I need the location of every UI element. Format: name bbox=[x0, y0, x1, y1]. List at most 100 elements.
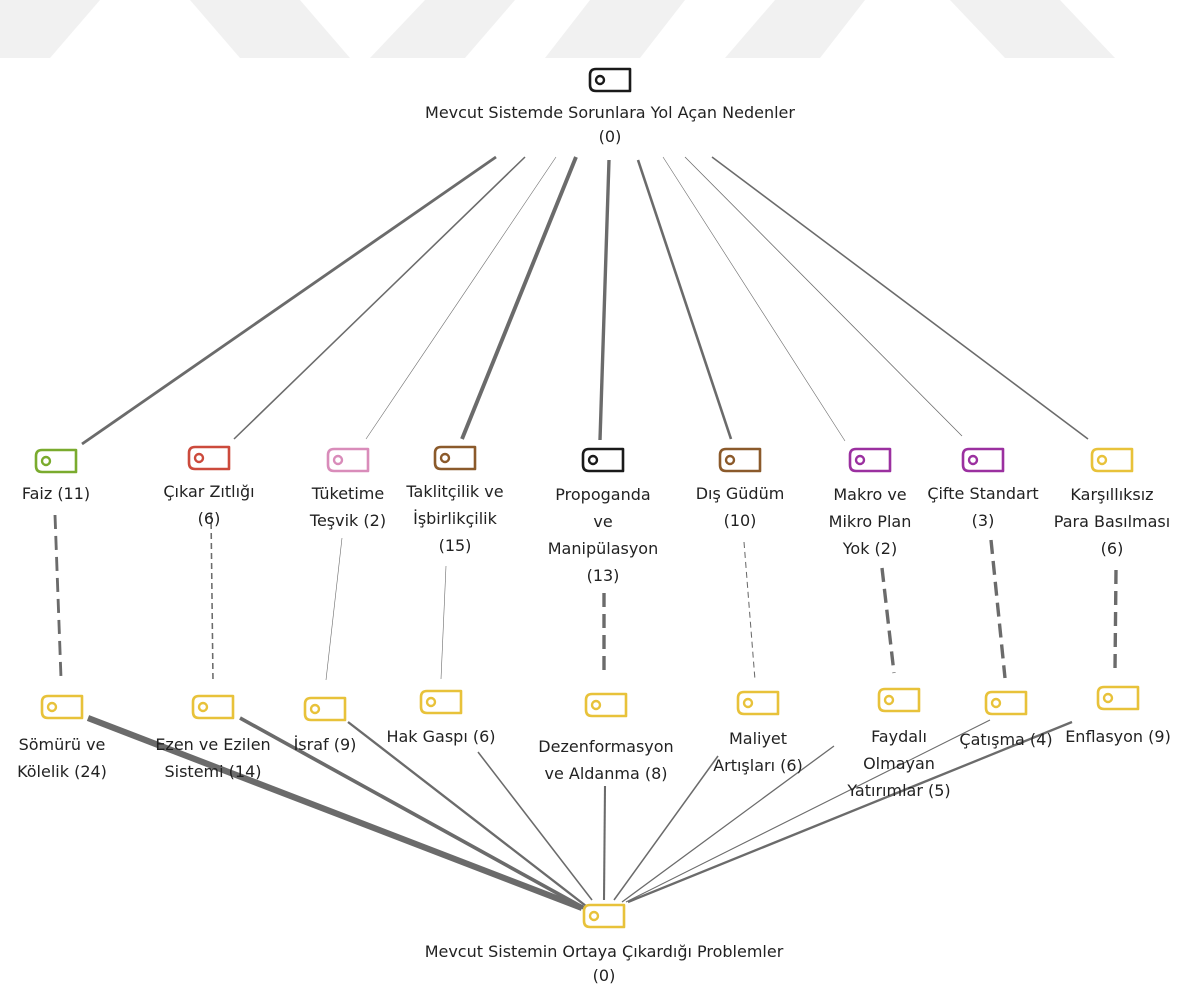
edge-maliyet-to-problems bbox=[613, 755, 719, 901]
node-label-line: Hak Gaspı (6) bbox=[386, 727, 495, 746]
edge-root-to-tuketim bbox=[365, 156, 557, 440]
edge-ezen-to-problems bbox=[239, 716, 585, 910]
edge-root-to-makro bbox=[662, 156, 846, 442]
edge-taklit-to-hakgaspi bbox=[440, 565, 447, 680]
edge-faiz-to-somuru bbox=[53, 514, 63, 679]
node-label-line: Makro ve bbox=[833, 485, 906, 504]
tag-icon bbox=[877, 687, 921, 713]
node-label-line: Mevcut Sistemde Sorunlara Yol Açan Neden… bbox=[425, 103, 795, 122]
node-somuru[interactable]: Sömürü ve Kölelik (24) bbox=[17, 694, 107, 781]
edge-disgudum-to-maliyet bbox=[743, 541, 756, 681]
edge-karsiliksiz-to-enflasyon bbox=[1113, 569, 1118, 671]
node-label-line: Faydalı bbox=[871, 727, 927, 746]
tag-icon bbox=[433, 445, 477, 471]
watermark-shape bbox=[190, 0, 350, 58]
watermark-shape bbox=[950, 0, 1115, 58]
node-label-line: Mevcut Sistemin Ortaya Çıkardığı Problem… bbox=[425, 942, 784, 961]
node-label-line: Tüketime bbox=[311, 484, 384, 503]
node-label-line: Sömürü ve bbox=[19, 735, 106, 754]
node-label-line: Enflasyon (9) bbox=[1065, 727, 1171, 746]
edge-makro-to-faydali bbox=[880, 567, 896, 674]
node-label-line: İşbirlikçilik bbox=[413, 509, 498, 528]
watermark-shape bbox=[725, 0, 865, 58]
node-label-line: İsraf (9) bbox=[294, 735, 357, 754]
node-label-line: Çıkar Zıtlığı bbox=[163, 482, 254, 501]
node-label-line: Yok (2) bbox=[842, 539, 897, 558]
edge-somuru-to-problems bbox=[86, 715, 584, 911]
tag-icon bbox=[584, 692, 628, 718]
tag-icon bbox=[191, 694, 235, 720]
node-disgudum[interactable]: Dış Güdüm (10) bbox=[696, 447, 785, 530]
watermark bbox=[0, 0, 1115, 58]
node-label-line: (10) bbox=[724, 511, 757, 530]
edge-cikar-to-ezen bbox=[210, 512, 214, 683]
node-label-line: (6) bbox=[1101, 539, 1124, 558]
tag-icon bbox=[582, 903, 626, 929]
tag-icon bbox=[848, 447, 892, 473]
edge-root-to-cikar bbox=[233, 156, 526, 440]
node-label-line: (15) bbox=[439, 536, 472, 555]
node-label-line: Teşvik (2) bbox=[309, 511, 386, 530]
node-label-line: Manipülasyon bbox=[548, 539, 658, 558]
edges bbox=[53, 155, 1118, 911]
tag-icon bbox=[581, 447, 625, 473]
node-label-line: Dezenformasyon bbox=[538, 737, 673, 756]
edge-enflasyon-to-problems bbox=[627, 720, 1073, 904]
nodes: Mevcut Sistemde Sorunlara Yol Açan Neden… bbox=[17, 67, 1171, 985]
edge-tuketim-to-israf bbox=[325, 537, 343, 681]
node-cikar[interactable]: Çıkar Zıtlığı(6) bbox=[163, 445, 255, 528]
node-label-line: Sistemi (14) bbox=[164, 762, 261, 781]
node-label-line: Karşıllıksız bbox=[1070, 485, 1153, 504]
node-israf[interactable]: İsraf (9) bbox=[294, 696, 357, 754]
edge-catisma-to-problems bbox=[625, 719, 991, 903]
node-label-line: Dış Güdüm bbox=[696, 484, 785, 503]
node-hakgaspi[interactable]: Hak Gaspı (6) bbox=[386, 689, 496, 746]
tag-icon bbox=[588, 67, 632, 93]
node-catisma[interactable]: Çatışma (4) bbox=[959, 690, 1053, 749]
node-label-line: (0) bbox=[599, 127, 622, 146]
tag-icon bbox=[1090, 447, 1134, 473]
node-label-line: ve Aldanma (8) bbox=[544, 764, 667, 783]
tag-icon bbox=[187, 445, 231, 471]
node-label-line: Artışları (6) bbox=[713, 756, 803, 775]
node-label-line: Faiz (11) bbox=[22, 484, 90, 503]
node-label-line: Para Basılması bbox=[1054, 512, 1170, 531]
watermark-shape bbox=[0, 0, 100, 58]
node-label-line: Çifte Standart bbox=[927, 484, 1038, 503]
node-root[interactable]: Mevcut Sistemde Sorunlara Yol Açan Neden… bbox=[425, 67, 795, 146]
node-taklit[interactable]: Taklitçilik ve İşbirlikçilik (15) bbox=[405, 445, 504, 555]
node-label-line: (3) bbox=[972, 511, 995, 530]
node-label-line: Olmayan bbox=[863, 754, 935, 773]
edge-hakgaspi-to-problems bbox=[477, 751, 593, 901]
node-label-line: Taklitçilik ve bbox=[405, 482, 503, 501]
edge-israf-to-problems bbox=[347, 721, 587, 907]
node-dezenformasyon[interactable]: Dezenformasyon ve Aldanma (8) bbox=[538, 692, 674, 783]
node-label-line: Yatırımlar (5) bbox=[846, 781, 950, 800]
tag-icon bbox=[326, 447, 370, 473]
tag-icon bbox=[419, 689, 463, 715]
node-label-line: (13) bbox=[587, 566, 620, 585]
node-label-line: Kölelik (24) bbox=[17, 762, 107, 781]
node-label-line: Çatışma (4) bbox=[959, 730, 1052, 749]
node-label-line: Mikro Plan bbox=[829, 512, 912, 531]
tag-icon bbox=[984, 690, 1028, 716]
node-faiz[interactable]: Faiz (11) bbox=[22, 448, 90, 503]
edge-root-to-karsiliksiz bbox=[711, 156, 1089, 440]
node-enflasyon[interactable]: Enflasyon (9) bbox=[1065, 685, 1171, 746]
node-cifte[interactable]: Çifte Standart (3) bbox=[927, 447, 1039, 530]
tag-icon bbox=[34, 448, 78, 474]
edge-cifte-to-catisma bbox=[989, 539, 1007, 679]
node-problems[interactable]: Mevcut Sistemin Ortaya Çıkardığı Problem… bbox=[425, 903, 784, 985]
edge-dezenformasyon-to-problems bbox=[602, 785, 607, 901]
edge-root-to-faiz bbox=[81, 155, 497, 446]
edge-root-to-taklit bbox=[460, 156, 578, 440]
edge-faydali-to-problems bbox=[621, 745, 835, 903]
